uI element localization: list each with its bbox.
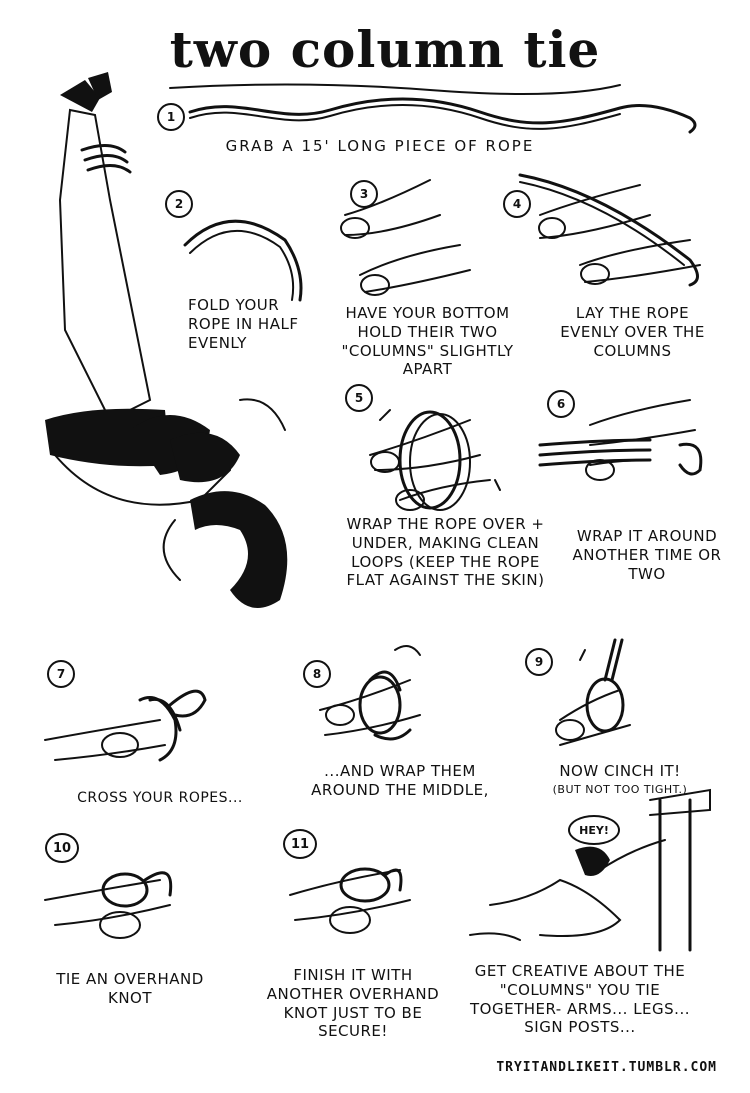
step-caption: GET CREATIVE ABOUT THE "COLUMNS" YOU TIE… — [470, 962, 690, 1037]
speech-bubble: HEY! — [568, 815, 620, 845]
overhand-knot — [44, 871, 173, 939]
step-caption: GRAB A 15' LONG PIECE OF ROPE — [225, 137, 535, 155]
wrap-middle — [319, 645, 421, 741]
step-caption: ...AND WRAP THEM AROUND THE MIDDLE, — [311, 762, 489, 799]
wrap-loops — [369, 409, 501, 511]
step-caption: FOLD YOUR ROPE IN HALF EVENLY — [188, 296, 299, 352]
second-knot — [289, 867, 411, 934]
wrapped-twice — [538, 399, 703, 481]
step-number: 5 — [345, 384, 373, 412]
page-title: two column tie — [169, 20, 601, 79]
step-number: 2 — [165, 190, 193, 218]
step-caption: WRAP THE ROPE OVER + UNDER, MAKING CLEAN… — [346, 515, 545, 590]
site-credit: TRYITANDLIKEIT.TUMBLR.COM — [496, 1060, 717, 1075]
step-caption: HAVE YOUR BOTTOM HOLD THEIR TWO "COLUMNS… — [341, 304, 514, 379]
arms-apart — [340, 179, 471, 296]
step-number: 7 — [47, 660, 75, 688]
step-number: 3 — [350, 180, 378, 208]
step-note: (BUT NOT TOO TIGHT.) — [552, 783, 688, 796]
step-caption: LAY THE ROPE EVENLY OVER THE COLUMNS — [560, 304, 705, 360]
cinch — [555, 638, 631, 746]
rope-over-arms — [518, 173, 701, 287]
step-number: 1 — [157, 103, 185, 131]
reclining-figure — [45, 72, 288, 608]
rope-folded — [183, 219, 303, 302]
step-number: 10 — [45, 833, 79, 863]
step-number: 4 — [503, 190, 531, 218]
step-caption: NOW CINCH IT! — [559, 762, 681, 780]
step-caption: CROSS YOUR ROPES... — [77, 790, 243, 806]
step-number: 6 — [547, 390, 575, 418]
step-caption: WRAP IT AROUND ANOTHER TIME OR TWO — [572, 527, 722, 583]
rope-long — [188, 97, 697, 134]
step-caption: TIE AN OVERHAND KNOT — [56, 970, 204, 1007]
step-number: 11 — [283, 829, 317, 859]
tied-figure — [469, 788, 711, 952]
step-caption: FINISH IT WITH ANOTHER OVERHAND KNOT JUS… — [266, 966, 440, 1041]
cross-ropes — [44, 689, 207, 762]
step-number: 9 — [525, 648, 553, 676]
step-number: 8 — [303, 660, 331, 688]
title-underline — [169, 83, 621, 95]
